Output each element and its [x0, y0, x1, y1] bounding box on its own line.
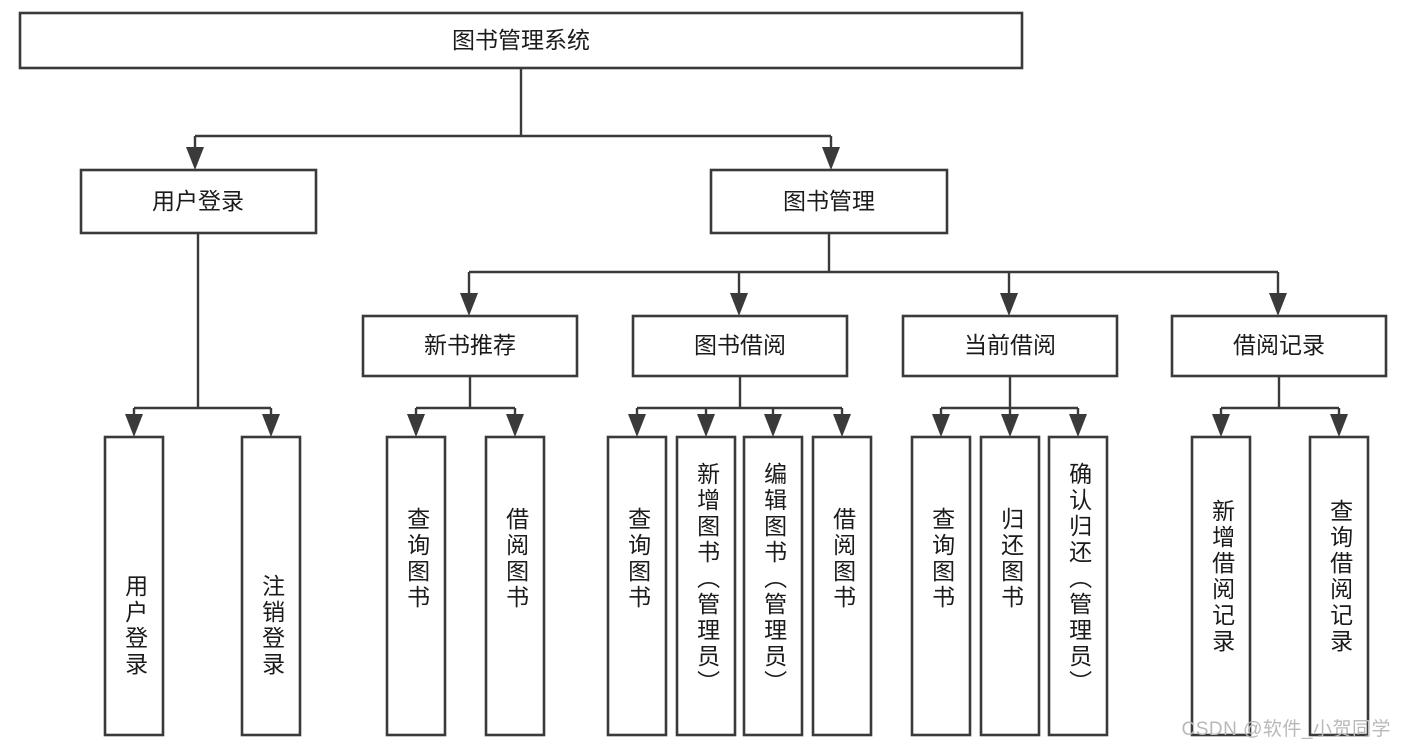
level3-label-2: 当前借阅 — [964, 332, 1056, 358]
leaf-box-3-2[interactable] — [1047, 435, 1109, 737]
node-root[interactable]: 图书管理系统 — [18, 11, 1024, 70]
arrow-head-icon — [407, 414, 425, 437]
level3-box-0[interactable] — [361, 314, 579, 378]
node-user-login[interactable]: 用户登录 — [79, 168, 318, 235]
arrow-head-icon — [262, 414, 280, 437]
leaf-box-1-1[interactable] — [484, 435, 546, 737]
level3-label-1: 图书借阅 — [694, 332, 786, 358]
leaf-box-0-1[interactable] — [240, 435, 302, 737]
connector-currentborrow-to-leaves — [932, 376, 1087, 437]
level2-label-0: 用户登录 — [152, 188, 244, 214]
arrow-head-icon — [932, 414, 950, 437]
node-current-borrow[interactable]: 当前借阅 — [901, 314, 1119, 378]
watermark-text: CSDN @软件_小贺同学 — [1181, 719, 1391, 740]
arrow-head-icon — [1212, 414, 1230, 437]
arrow-head-icon — [628, 414, 646, 437]
node-book-borrow[interactable]: 图书借阅 — [631, 314, 849, 378]
arrow-head-icon — [1330, 414, 1348, 437]
arrow-head-icon — [1269, 293, 1287, 316]
arrow-head-icon — [186, 147, 204, 170]
connector-bookmgmt-to-level3 — [460, 233, 1287, 316]
level3-box-2[interactable] — [901, 314, 1119, 378]
level3-label-3: 借阅记录 — [1233, 332, 1325, 358]
level2-box-0[interactable] — [79, 168, 318, 235]
leaf-box-2-0[interactable] — [606, 435, 668, 737]
arrow-head-icon — [697, 414, 715, 437]
leaf-box-2-2[interactable] — [742, 435, 804, 737]
node-borrow-record[interactable]: 借阅记录 — [1170, 314, 1388, 378]
node-book-management[interactable]: 图书管理 — [709, 168, 949, 235]
root-box[interactable] — [18, 11, 1024, 70]
arrow-head-icon — [125, 414, 143, 437]
root-label: 图书管理系统 — [452, 27, 590, 53]
node-new-book-recommend[interactable]: 新书推荐 — [361, 314, 579, 378]
arrow-head-icon — [1000, 293, 1018, 316]
leaf-box-1-0[interactable] — [385, 435, 447, 737]
connector-newbook-to-leaves — [407, 376, 524, 437]
leaf-box-2-3[interactable] — [811, 435, 873, 737]
arrow-head-icon — [822, 147, 840, 170]
connector-userlogin-to-leaves — [125, 233, 280, 437]
arrow-head-icon — [764, 414, 782, 437]
arrow-head-icon — [1001, 414, 1019, 437]
leaf-box-3-1[interactable] — [979, 435, 1041, 737]
arrow-head-icon — [1069, 414, 1087, 437]
connector-bookborrow-to-leaves — [628, 376, 851, 437]
arrow-head-icon — [460, 293, 478, 316]
arrow-head-icon — [833, 414, 851, 437]
level2-label-1: 图书管理 — [783, 188, 875, 214]
leaf-box-4-1[interactable] — [1308, 435, 1370, 737]
arrow-head-icon — [506, 414, 524, 437]
leaf-box-4-0[interactable] — [1190, 435, 1252, 737]
leaf-box-3-0[interactable] — [910, 435, 972, 737]
connector-borrowrecord-to-leaves — [1212, 376, 1348, 437]
connector-root-to-level2 — [186, 68, 840, 170]
level3-label-0: 新书推荐 — [424, 332, 516, 358]
arrow-head-icon — [730, 293, 748, 316]
leaf-box-0-0[interactable] — [103, 435, 165, 737]
leaf-box-2-1[interactable] — [675, 435, 737, 737]
